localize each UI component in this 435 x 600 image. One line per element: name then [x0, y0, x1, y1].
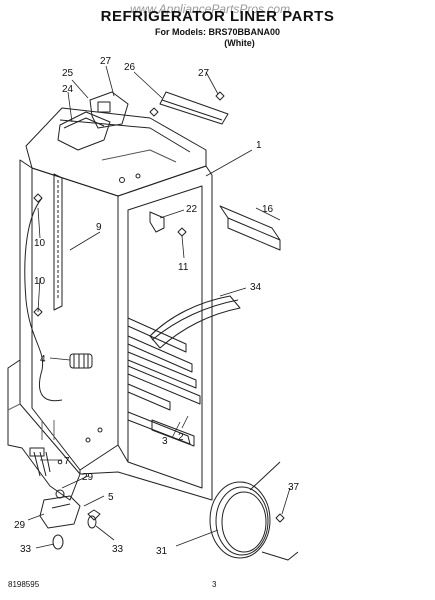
- shelf-cover: [149, 295, 241, 349]
- callout-7: 7: [64, 456, 70, 467]
- callout-2: 2: [178, 432, 184, 443]
- model-info: For Models: BRS70BBANA00 (White): [0, 27, 435, 49]
- mounting-clip: [149, 211, 187, 237]
- lamp-housing: [39, 489, 101, 529]
- callout-31: 31: [156, 546, 168, 557]
- callout-29-right: 29: [82, 472, 94, 483]
- part-reference: 8198595: [8, 580, 40, 589]
- callout-22: 22: [186, 204, 198, 215]
- callout-27-right: 27: [198, 68, 210, 79]
- callout-1: 1: [256, 140, 262, 151]
- leader-lines: [27, 65, 291, 549]
- color-line: (White): [224, 38, 255, 48]
- wire-harness: [24, 197, 63, 402]
- callout-24: 24: [62, 84, 74, 95]
- callout-33-right: 33: [112, 544, 124, 555]
- callout-10-upper: 10: [34, 238, 46, 249]
- callout-5: 5: [108, 492, 114, 503]
- callout-3: 3: [162, 436, 168, 447]
- callout-11: 11: [178, 262, 189, 273]
- shelf-supports: [127, 317, 201, 447]
- callout-25: 25: [62, 68, 74, 79]
- watermark: www.AppliancePartsPros.com: [130, 2, 291, 16]
- callout-9: 9: [96, 222, 102, 233]
- page-number: 3: [212, 580, 217, 589]
- wire-connector: [29, 447, 51, 477]
- callout-34: 34: [250, 282, 262, 293]
- page-title: REFRIGERATOR LINER PARTS: [100, 8, 335, 25]
- callout-4: 4: [40, 354, 46, 365]
- callout-29-left: 29: [14, 520, 26, 531]
- screws-left: [33, 193, 43, 317]
- top-bracket: [149, 91, 229, 125]
- light-socket: [69, 353, 93, 369]
- callout-26: 26: [124, 62, 136, 73]
- models-line: For Models: BRS70BBANA00: [154, 27, 281, 37]
- bulbs: [52, 515, 97, 550]
- coiled-tube: [209, 461, 299, 561]
- callout-10-lower: 10: [34, 276, 46, 287]
- callout-37: 37: [288, 482, 300, 493]
- callout-16: 16: [262, 204, 274, 215]
- callout-27-left: 27: [100, 56, 112, 67]
- callout-labels: 1 2 3 4 5 7 9 10 10 11 16 22 24 25 26 27…: [14, 56, 300, 557]
- vertical-rails: [53, 173, 63, 311]
- angle-bracket: [219, 205, 281, 251]
- callout-33-left: 33: [20, 544, 32, 555]
- control-housing: [57, 91, 129, 151]
